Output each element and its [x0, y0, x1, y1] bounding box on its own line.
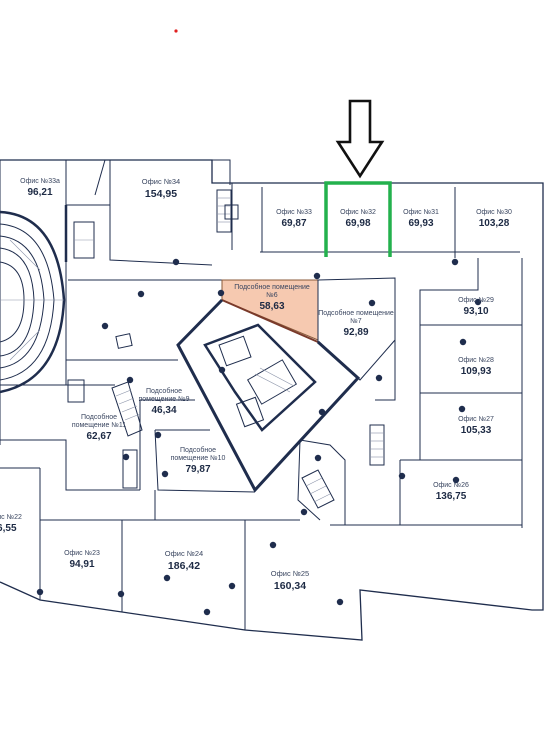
stair-block-right	[301, 424, 385, 509]
red-marker-dot	[174, 29, 178, 33]
office-22-label[interactable]: Офис №2226,55	[0, 514, 22, 535]
storage-9-10-walls	[140, 399, 256, 520]
stair-block-top	[216, 189, 239, 233]
central-core	[176, 298, 361, 493]
fixture-icon	[115, 333, 133, 349]
storage-7-walls	[317, 277, 396, 381]
stair-block-left	[111, 381, 143, 437]
storage-6-edge	[221, 299, 319, 343]
bottom-offices-walls	[0, 467, 300, 630]
arrow-down-icon	[335, 99, 385, 179]
amphitheater	[0, 205, 95, 394]
office-32-highlight	[324, 181, 392, 257]
right-offices-walls	[297, 258, 523, 528]
column-dots	[36, 258, 482, 616]
